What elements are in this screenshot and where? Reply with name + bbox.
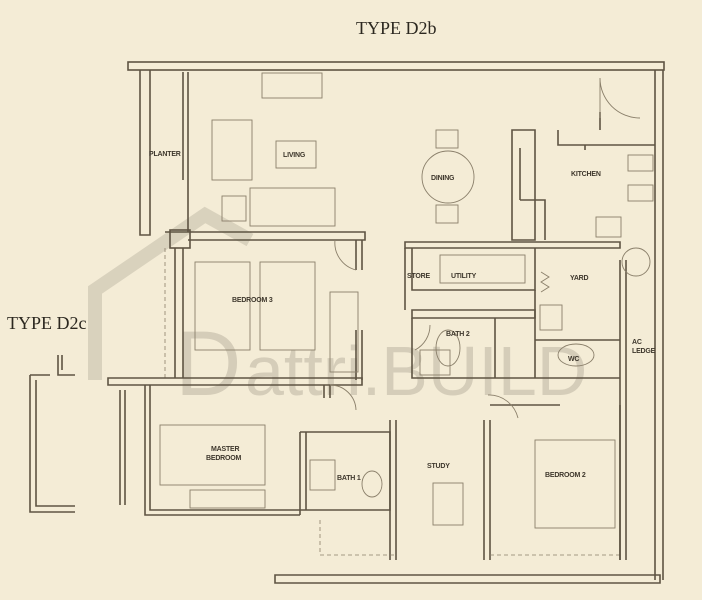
svg-text:D: D xyxy=(175,313,241,415)
room-label-bedroom-2: BEDROOM 2 xyxy=(545,472,586,479)
plan-title-d2b: TYPE D2b xyxy=(356,18,437,38)
doors xyxy=(329,77,641,419)
room-label-ac-ledge-1: AC xyxy=(632,339,642,346)
svg-text:attri.BUILD: attri.BUILD xyxy=(245,332,587,410)
room-label-utility: UTILITY xyxy=(451,273,477,280)
furniture xyxy=(159,72,616,529)
room-label-bath-2: BATH 2 xyxy=(446,331,470,338)
d2c-balcony xyxy=(29,355,75,513)
room-label-kitchen: KITCHEN xyxy=(571,171,601,178)
room-label-bath-1: BATH 1 xyxy=(337,475,361,482)
watermark: D attri.BUILD xyxy=(88,206,587,415)
room-label-wc: WC xyxy=(568,356,579,363)
room-label-master-bedroom-1: MASTER xyxy=(211,446,240,453)
walls xyxy=(107,61,665,584)
room-label-yard: YARD xyxy=(570,275,589,282)
room-label-ac-ledge-2: LEDGE xyxy=(632,348,656,355)
room-label-dining: DINING xyxy=(431,175,455,182)
room-label-study: STUDY xyxy=(427,463,450,470)
room-label-store: STORE xyxy=(407,273,431,280)
room-label-bedroom-3: BEDROOM 3 xyxy=(232,297,273,304)
room-label-master-bedroom-2: BEDROOM xyxy=(206,455,242,462)
plan-title-d2c: TYPE D2c xyxy=(7,313,87,333)
room-label-planter: PLANTER xyxy=(149,151,181,158)
room-label-living: LIVING xyxy=(283,152,306,159)
